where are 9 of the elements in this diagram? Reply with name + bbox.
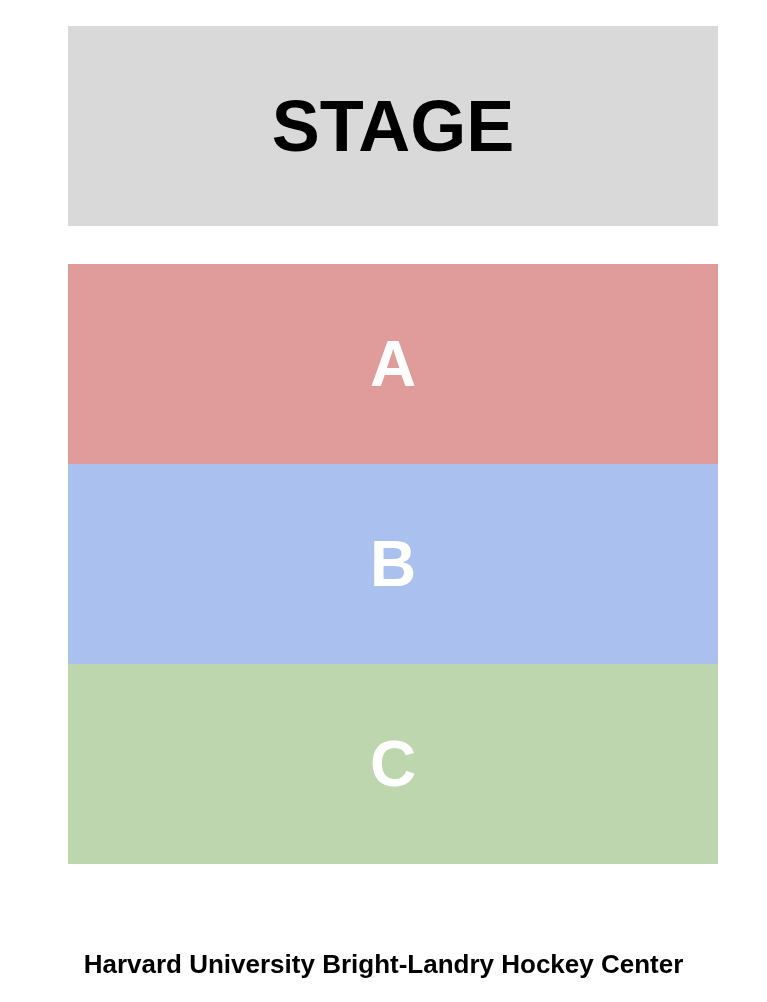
section-label: A [369,332,417,396]
seating-section [68,464,718,664]
stage-area [68,26,718,226]
section-label: C [369,732,417,796]
seating-section [68,664,718,864]
stage-label: STAGE [271,90,515,162]
seating-section [68,264,718,464]
section-label: B [369,532,417,596]
venue-caption: Harvard University Bright-Landry Hockey Center [83,949,684,979]
